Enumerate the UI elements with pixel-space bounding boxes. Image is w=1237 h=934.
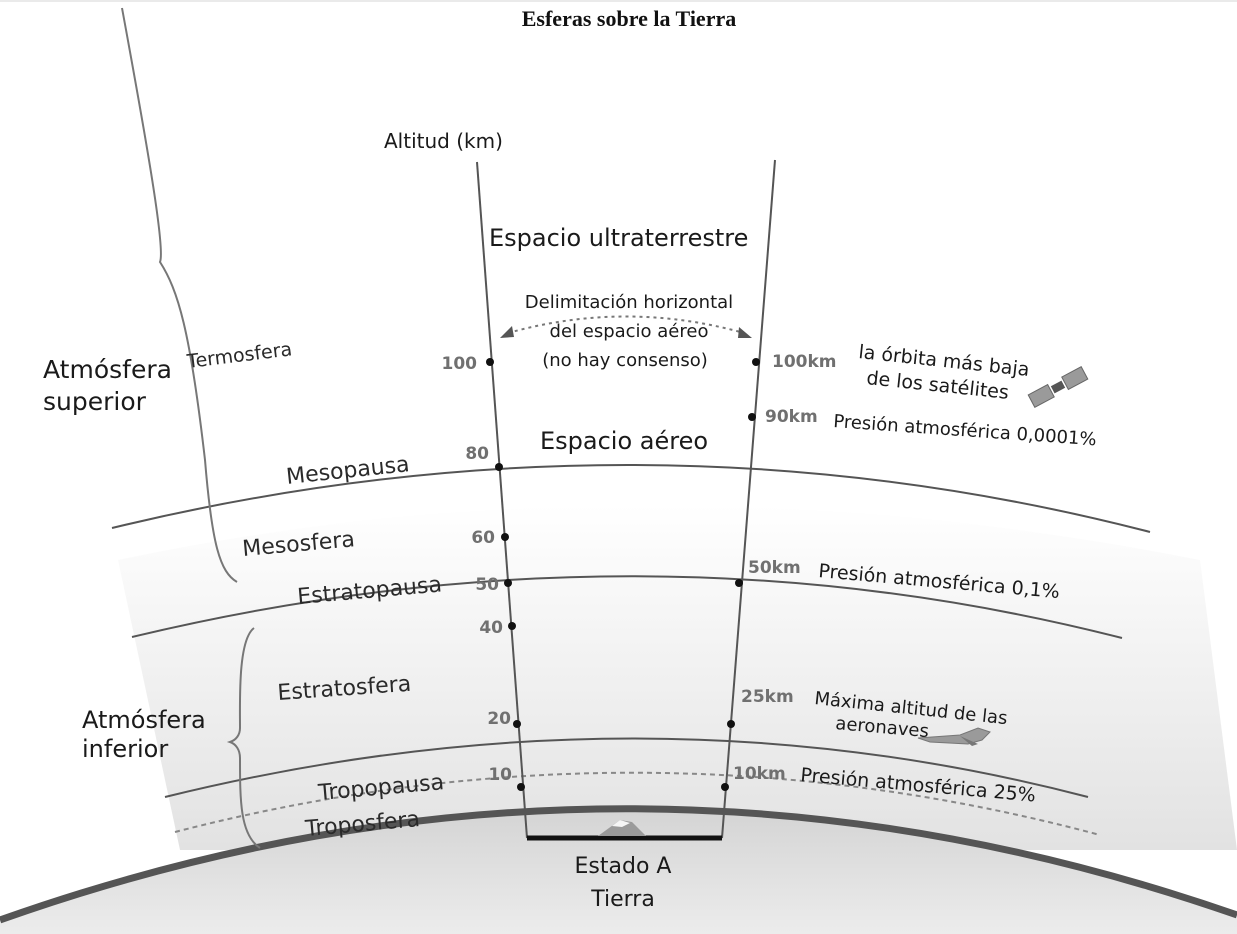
earth-outline: [0, 805, 1237, 924]
tick-100: 100: [442, 354, 478, 374]
earth-label: Tierra: [590, 887, 655, 912]
annotation-90km-text: Presión atmosférica 0,0001%: [833, 411, 1098, 450]
aircraft-icon: [917, 727, 991, 746]
airspace-label: Espacio aéreo: [540, 427, 708, 455]
delimitation-line-1: Delimitación horizontal: [525, 292, 733, 313]
left-axis-dots: [486, 358, 525, 791]
upper-atmosphere-brace: [121, 7, 238, 583]
tick-40: 40: [479, 618, 503, 638]
annotation-100km-value: 100km: [772, 352, 837, 372]
annotation-50km-value: 50km: [748, 558, 801, 578]
annotation-90km-value: 90km: [765, 407, 818, 427]
lower-atmosphere-label-1: Atmósfera: [82, 706, 206, 734]
tick-50: 50: [475, 575, 499, 595]
state-a-label: Estado A: [575, 854, 672, 879]
delimitation-line-2: del espacio aéreo: [550, 321, 709, 342]
mesopause-line: [111, 463, 1151, 533]
annotation-10km-value: 10km: [733, 764, 786, 784]
delimitation-arrow-right: [738, 327, 752, 338]
satellite-icon: [1027, 366, 1089, 408]
troposphere-dashed-line: [174, 771, 1101, 836]
upper-atmosphere-label-1: Atmósfera: [43, 355, 172, 384]
lower-atmosphere-label-2: inferior: [82, 735, 168, 763]
tropopause-line: [164, 737, 1089, 798]
delimitation-line-3: (no hay consenso): [542, 350, 708, 371]
tick-10: 10: [488, 765, 512, 785]
axis-label: Altitud (km): [384, 129, 503, 153]
diagram-title: Esferas sobre la Tierra: [522, 6, 736, 31]
delimitation-arrow-left: [500, 326, 514, 338]
lower-atmosphere-brace: [226, 627, 261, 849]
tick-80: 80: [465, 444, 489, 464]
stratopause-line: [131, 575, 1123, 639]
mountain-icon: [598, 820, 646, 836]
tick-60: 60: [471, 528, 495, 548]
right-axis-dots: [721, 358, 760, 791]
thermosphere-label: Termosfera: [185, 338, 293, 373]
delimitation-arc: [507, 315, 745, 334]
atmosphere-shading: [118, 505, 1237, 850]
outer-space-label: Espacio ultraterrestre: [489, 224, 748, 252]
tick-20: 20: [487, 709, 511, 729]
annotation-25km-value: 25km: [741, 687, 794, 707]
upper-atmosphere-label-2: superior: [43, 387, 147, 416]
